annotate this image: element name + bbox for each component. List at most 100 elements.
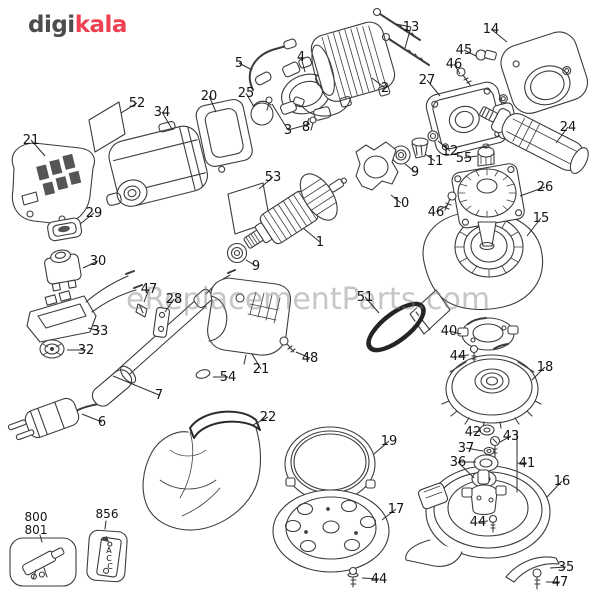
part-label-8: 8 <box>302 120 310 135</box>
leader-line-40 <box>448 330 462 335</box>
part-6-cord-plug <box>7 397 107 441</box>
part-52-label-sheet <box>88 101 126 153</box>
leader-line-44 <box>477 520 489 523</box>
part-26-gear-case <box>451 163 525 251</box>
part-29-brush-door <box>47 217 83 242</box>
part-label-6: 6 <box>98 415 106 430</box>
leader-line-15 <box>526 217 542 237</box>
part-label-33: 33 <box>92 324 109 339</box>
kit-856-box <box>86 520 128 583</box>
part-label-46: 46 <box>446 57 463 72</box>
leader-line-20 <box>208 95 217 113</box>
part-label-24: 24 <box>560 120 577 135</box>
leader-line-36 <box>457 461 475 479</box>
part-label-54: 54 <box>220 370 237 385</box>
part-45-button <box>475 49 497 61</box>
part-44-screw-mid <box>469 344 479 363</box>
leader-line-24 <box>555 126 569 144</box>
leader-line-9 <box>404 163 416 173</box>
leader-line-44 <box>361 577 380 580</box>
leader-line-46 <box>435 204 449 213</box>
part-4-brush-ring <box>280 56 332 121</box>
leader-line-6 <box>81 413 103 423</box>
logo-kala: kala <box>74 12 128 38</box>
part-55-spindle <box>477 143 495 167</box>
part-40-flange <box>457 317 519 351</box>
part-48-screw <box>279 336 296 353</box>
leader-line-9 <box>245 259 257 267</box>
part-label-55: 55 <box>456 151 473 166</box>
leader-line-22 <box>252 416 269 426</box>
part-label-28: 28 <box>166 292 183 307</box>
leader-line-47 <box>143 288 150 303</box>
part-label-26: 26 <box>537 180 554 195</box>
leader-line-26 <box>519 186 546 197</box>
part-12-nut <box>427 130 439 142</box>
leader-line-14 <box>490 28 508 43</box>
part-label-19: 19 <box>381 434 398 449</box>
part-label-37: 37 <box>458 441 475 456</box>
leader-line-13 <box>404 26 412 49</box>
part-41-spindle-assembly <box>461 431 522 516</box>
part-35-clip <box>505 556 560 583</box>
part-label-40: 40 <box>441 324 458 339</box>
leader-line-51 <box>364 296 380 314</box>
leader-line-27 <box>426 79 441 97</box>
leader-line-5 <box>238 62 253 71</box>
part-37-washer <box>483 446 495 456</box>
part-label-34: 34 <box>154 105 171 120</box>
kit2-label-856: 856 <box>96 507 119 521</box>
part-9-bearing-right <box>391 145 411 165</box>
part-7-cord <box>91 269 246 407</box>
part-1-armature <box>243 173 347 249</box>
kit-800-801-box <box>9 534 77 587</box>
leader-line-43 <box>499 435 512 443</box>
part-label-9: 9 <box>411 165 419 180</box>
leader-lines <box>30 23 569 583</box>
leader-line-12 <box>437 140 451 152</box>
leader-line-53 <box>258 176 274 190</box>
part-label-47: 47 <box>552 575 569 590</box>
part-10-fan-baffle <box>355 141 399 191</box>
leader-line-29 <box>79 212 95 225</box>
part-label-16: 16 <box>554 474 571 489</box>
part-label-43: 43 <box>503 429 520 444</box>
kit2-card-letter-a: A <box>106 546 112 555</box>
part-47-screw-bottom <box>532 568 542 590</box>
leader-line-1 <box>302 227 321 243</box>
leader-line-18 <box>531 366 546 381</box>
part-label-47: 47 <box>141 282 158 297</box>
leader-line-7 <box>112 375 160 396</box>
part-17-pad <box>272 489 390 573</box>
leader-line-11 <box>424 153 436 162</box>
leader-line-10 <box>390 194 402 204</box>
part-28-bracket <box>152 307 171 338</box>
kit1-label-800: 800 <box>25 510 48 524</box>
leader-line-17 <box>381 508 397 521</box>
leader-line-35 <box>549 566 567 569</box>
part-label-5: 5 <box>235 56 243 71</box>
part-30-switch <box>44 249 82 292</box>
part-21-field-case <box>11 142 96 225</box>
leader-line-37 <box>465 447 484 452</box>
leader-line-25 <box>245 92 255 108</box>
part-label-22: 22 <box>260 410 277 425</box>
part-44-screw-inner <box>488 514 498 533</box>
part-label-44: 44 <box>371 572 388 587</box>
leader-line-42 <box>472 430 482 433</box>
part-46-screw-top <box>456 67 472 86</box>
part-label-20: 20 <box>201 89 218 104</box>
part-label-42: 42 <box>465 425 482 440</box>
part-43-screw <box>489 435 501 458</box>
part-32-cap <box>39 339 65 359</box>
part-47-clip <box>135 303 148 318</box>
part-label-46: 46 <box>428 205 445 220</box>
part-label-25: 25 <box>238 86 255 101</box>
kit1-label-801: 801 <box>25 523 48 537</box>
leader-line-3 <box>271 103 289 131</box>
part-label-30: 30 <box>90 254 107 269</box>
part-11-pinion <box>411 137 429 159</box>
part-20-baffle-frame <box>195 98 253 173</box>
part-42-washer <box>479 424 495 436</box>
